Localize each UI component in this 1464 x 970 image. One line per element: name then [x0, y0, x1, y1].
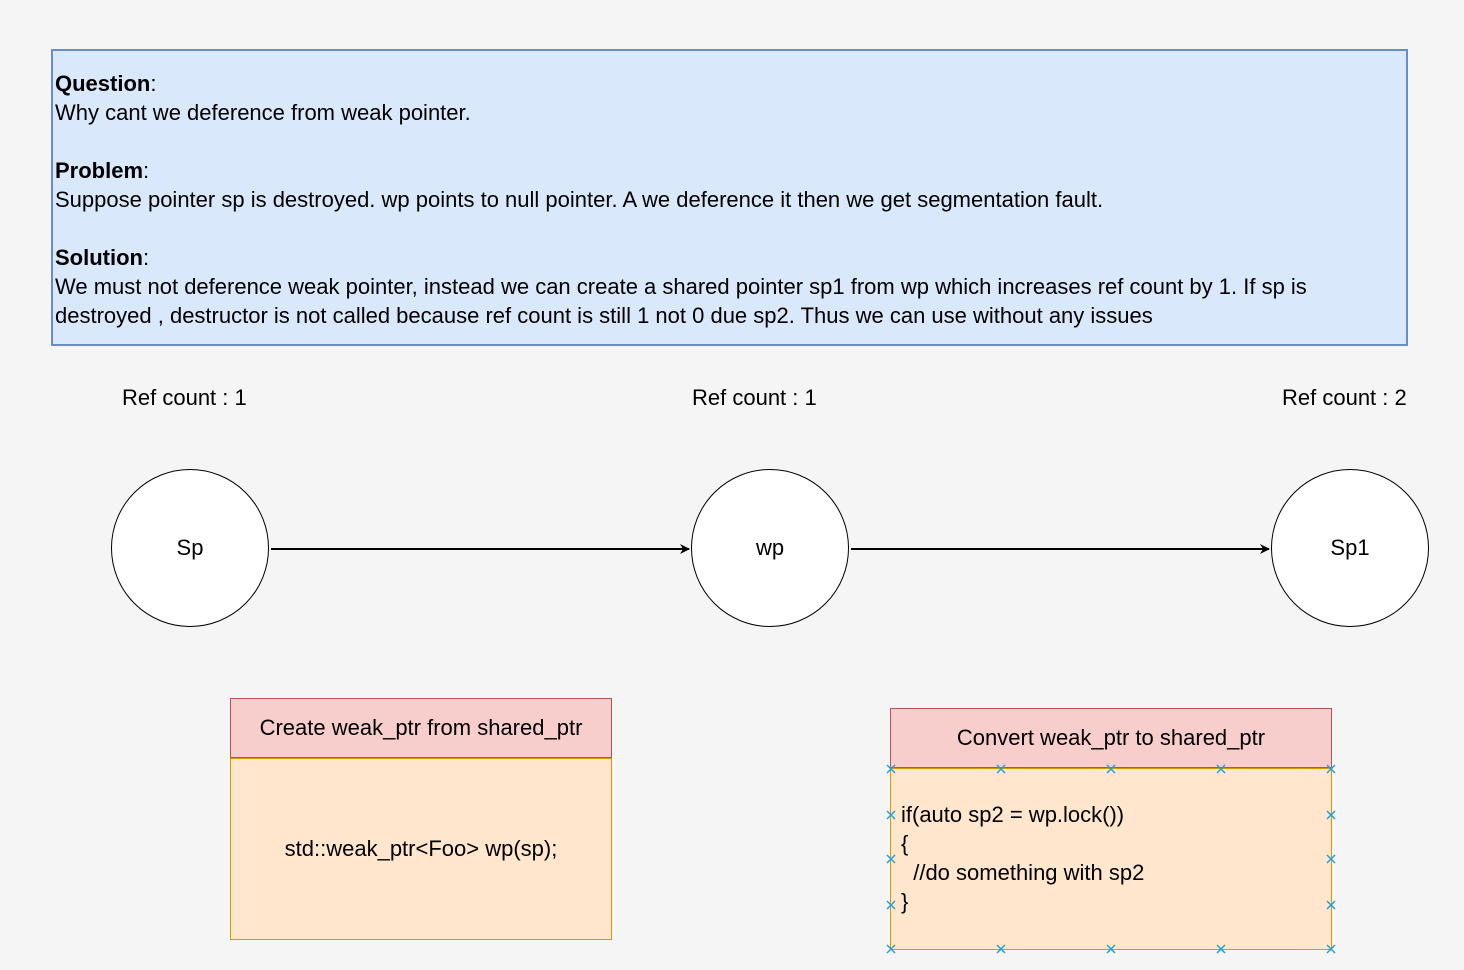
solution-section: Solution: We must not deference weak poi…: [55, 243, 1404, 330]
selection-handle[interactable]: [1106, 764, 1116, 774]
ref-count-sp: Ref count : 1: [122, 385, 247, 410]
selection-handle[interactable]: [886, 764, 896, 774]
explanation-box[interactable]: Question: Why cant we deference from wea…: [51, 49, 1408, 346]
selection-handle[interactable]: [996, 944, 1006, 954]
convert-card-body: if(auto sp2 = wp.lock()) { //do somethin…: [890, 768, 1332, 950]
selection-handle[interactable]: [1326, 810, 1336, 820]
question-text: Why cant we deference from weak pointer.: [55, 100, 471, 125]
convert-code-line: //do something with sp2: [901, 860, 1145, 885]
node-wp-label: wp: [755, 535, 785, 560]
create-card-code: std::weak_ptr<Foo> wp(sp);: [284, 836, 558, 861]
solution-heading: Solution: [55, 245, 143, 270]
problem-heading: Problem: [55, 158, 144, 183]
selection-handle[interactable]: [1326, 944, 1336, 954]
selection-handle[interactable]: [1106, 944, 1116, 954]
convert-code-line: }: [901, 889, 909, 914]
selection-handle[interactable]: [886, 810, 896, 820]
selection-handle[interactable]: [1326, 854, 1336, 864]
selection-handle[interactable]: [1326, 764, 1336, 774]
create-card-title: Create weak_ptr from shared_ptr: [259, 715, 583, 740]
node-wp[interactable]: wp: [691, 469, 849, 627]
selection-handle[interactable]: [886, 854, 896, 864]
selection-handle[interactable]: [1216, 944, 1226, 954]
convert-weak-ptr-card[interactable]: Convert weak_ptr to shared_ptr if(auto s…: [890, 708, 1332, 950]
problem-section: Problem: Suppose pointer sp is destroyed…: [55, 156, 1404, 214]
convert-card-header: Convert weak_ptr to shared_ptr: [890, 708, 1332, 768]
selection-handle[interactable]: [1216, 764, 1226, 774]
node-sp[interactable]: Sp: [111, 469, 269, 627]
convert-card-title: Convert weak_ptr to shared_ptr: [956, 725, 1266, 750]
question-section: Question: Why cant we deference from wea…: [55, 69, 1404, 127]
convert-code-line: if(auto sp2 = wp.lock()): [901, 802, 1125, 827]
question-heading: Question: [55, 71, 151, 96]
selection-handle[interactable]: [996, 764, 1006, 774]
convert-code-line: {: [901, 831, 909, 856]
create-weak-ptr-card[interactable]: Create weak_ptr from shared_ptr std::wea…: [230, 698, 612, 940]
node-sp1-label: Sp1: [1330, 535, 1370, 560]
selection-handle[interactable]: [1326, 900, 1336, 910]
ref-count-sp1: Ref count : 2: [1282, 385, 1407, 410]
solution-text: We must not deference weak pointer, inst…: [55, 274, 1307, 328]
problem-text: Suppose pointer sp is destroyed. wp poin…: [55, 187, 1104, 212]
ref-count-wp: Ref count : 1: [692, 385, 817, 410]
create-card-body: std::weak_ptr<Foo> wp(sp);: [230, 758, 612, 940]
node-sp-label: Sp: [176, 535, 204, 560]
selection-handle[interactable]: [886, 900, 896, 910]
create-card-header: Create weak_ptr from shared_ptr: [230, 698, 612, 758]
selection-handle[interactable]: [886, 944, 896, 954]
node-sp1[interactable]: Sp1: [1271, 469, 1429, 627]
